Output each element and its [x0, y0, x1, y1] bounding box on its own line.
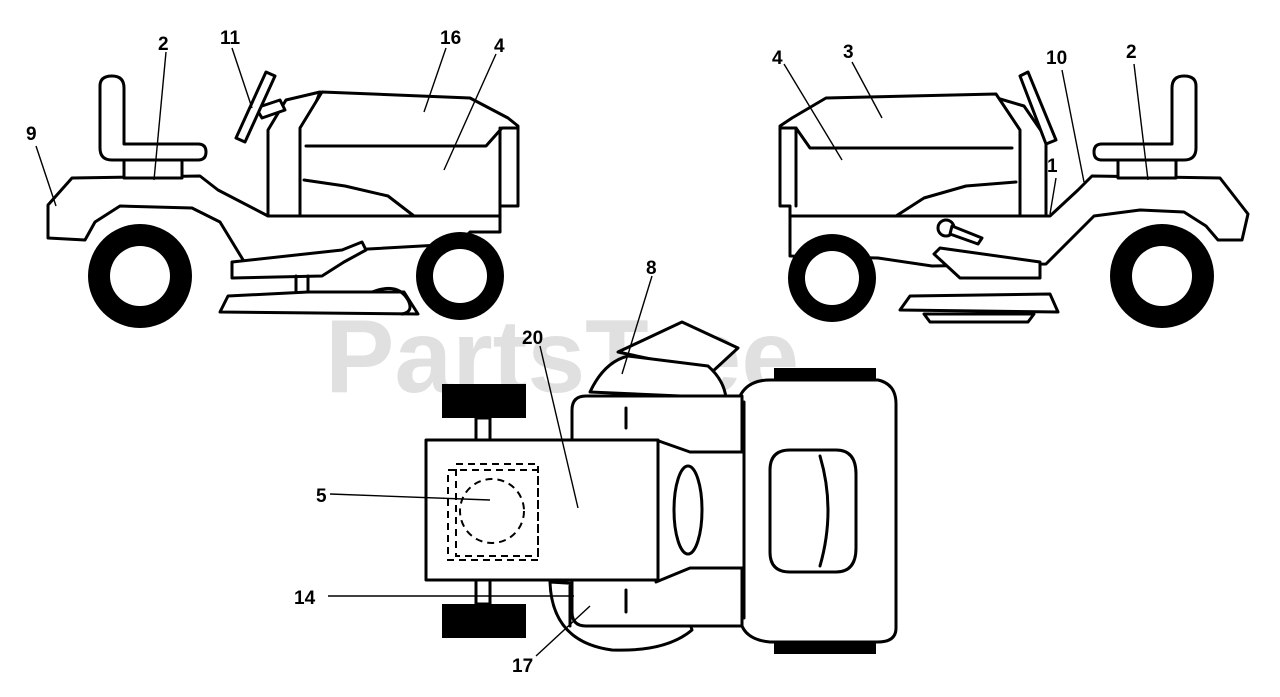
hood [298, 90, 520, 218]
rear-axle-bottom [474, 578, 492, 606]
hood-right [778, 92, 1022, 218]
callout-17: 17 [512, 656, 533, 677]
callout-2-left: 2 [158, 34, 169, 55]
deck-hanger [294, 274, 310, 294]
seat-cushion-outline [459, 478, 525, 544]
rear-hub-left [110, 246, 170, 306]
deck-skirt-right [922, 312, 1036, 324]
hood-lower-seam [302, 178, 416, 218]
callout-10: 10 [1046, 48, 1067, 69]
tractor-top-view [424, 320, 898, 654]
hood-seam-right [778, 126, 1014, 150]
callout-16: 16 [440, 28, 461, 49]
seat-outline-2 [455, 463, 539, 557]
callout-9: 9 [26, 124, 37, 145]
rear-hub-right [1132, 246, 1192, 306]
rear-fender-top [424, 438, 660, 582]
front-hub-left [433, 249, 487, 303]
callout-4-right: 4 [772, 48, 783, 69]
tractor-right-side-view [778, 70, 1250, 328]
callout-3: 3 [843, 42, 854, 63]
rear-tire-bottom [442, 604, 526, 638]
steering-shaft [254, 98, 287, 120]
callout-14: 14 [294, 588, 316, 609]
callout-5: 5 [316, 486, 327, 507]
rear-axle-top [474, 416, 492, 444]
engine-grille-top [768, 448, 858, 574]
rear-tire-top [442, 384, 526, 418]
grille-curve [818, 454, 830, 568]
steering-wheel-top [672, 464, 704, 556]
steering-wheel-right [1018, 70, 1058, 146]
hood-lower-seam-right [894, 180, 1018, 218]
foot-pedal [230, 240, 368, 280]
seat-pan [122, 158, 184, 180]
callout-2-right: 2 [1126, 42, 1137, 63]
mower-deck [218, 290, 420, 316]
seat [98, 74, 208, 162]
tractor-left-side-view [46, 70, 520, 328]
seat-right [1092, 74, 1198, 162]
foot-pedal-right [932, 246, 1042, 280]
lift-lever [948, 224, 984, 246]
callout-20: 20 [522, 328, 543, 349]
steering-wheel [234, 70, 277, 144]
mower-deck-right [898, 292, 1060, 314]
callout-1: 1 [1047, 156, 1058, 177]
callout-8: 8 [646, 258, 657, 279]
discharge-chute [370, 286, 412, 316]
callout-11: 11 [220, 28, 241, 49]
front-hub-right [805, 251, 859, 305]
callout-4-left: 4 [494, 36, 505, 57]
hood-seam [304, 126, 520, 148]
leader-lines [35, 47, 1149, 657]
